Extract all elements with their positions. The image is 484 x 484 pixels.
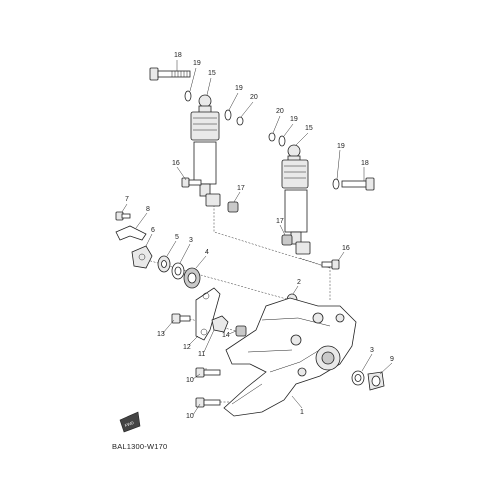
oil-seal-3-left <box>171 262 185 280</box>
callout-3-left: 3 <box>189 237 193 244</box>
collar-5 <box>157 255 171 273</box>
callout-17-right: 17 <box>276 218 284 225</box>
bolt-13 <box>171 313 191 324</box>
shock-absorber-left <box>190 94 221 207</box>
callout-16-right: 16 <box>342 245 350 252</box>
swing-arm-1 <box>223 297 357 417</box>
fwd-arrow-icon: FWD <box>119 411 141 433</box>
callout-10-lower: 10 <box>186 413 194 420</box>
shock-absorber-right <box>281 144 311 255</box>
bolt-10-lower <box>195 397 221 408</box>
callout-14: 14 <box>222 332 230 339</box>
washer-19-left-b <box>224 109 232 121</box>
callout-15-left: 15 <box>208 70 216 77</box>
callout-10-upper: 10 <box>186 377 194 384</box>
bracket-8 <box>115 225 147 241</box>
bolt-18-right <box>341 177 375 191</box>
callout-18-left: 18 <box>174 52 182 59</box>
bolt-16-left <box>181 177 202 188</box>
callout-2: 2 <box>297 279 301 286</box>
callout-19-right: 19 <box>290 116 298 123</box>
plate-6 <box>131 245 153 269</box>
collar-9 <box>367 371 385 391</box>
clip-11 <box>211 315 229 333</box>
callout-20-left: 20 <box>250 94 258 101</box>
bolt-18-left <box>149 67 191 81</box>
bearing-4 <box>183 267 201 289</box>
link-plate-12 <box>195 287 221 341</box>
callout-8: 8 <box>146 206 150 213</box>
washer-19-right-b <box>332 178 340 190</box>
callout-15-right: 15 <box>305 125 313 132</box>
washer-19-left <box>184 90 192 102</box>
bolt-10-upper <box>195 367 221 378</box>
leader-lines <box>121 60 393 416</box>
nut-14 <box>235 325 247 337</box>
washer-20-right <box>268 132 276 142</box>
callout-19-left: 19 <box>193 60 201 67</box>
washer-19-right <box>278 135 286 147</box>
callout-20-right: 20 <box>276 108 284 115</box>
callout-16-left: 16 <box>172 160 180 167</box>
callout-6: 6 <box>151 227 155 234</box>
callout-18-right: 18 <box>361 160 369 167</box>
callout-4: 4 <box>205 249 209 256</box>
callout-13: 13 <box>157 331 165 338</box>
callout-17-left: 17 <box>237 185 245 192</box>
bolt-16-right <box>321 259 340 270</box>
callout-labels: 18 19 15 19 20 20 19 15 19 18 16 17 7 8 … <box>125 52 394 420</box>
callout-3-right: 3 <box>370 347 374 354</box>
callout-19-right-b: 19 <box>337 143 345 150</box>
bolt-7 <box>115 211 131 221</box>
callout-7: 7 <box>125 196 129 203</box>
callout-11: 11 <box>198 351 205 358</box>
nut-17-left <box>227 201 239 213</box>
callout-5: 5 <box>175 234 179 241</box>
nut-17-right <box>281 234 293 246</box>
callout-1: 1 <box>300 409 304 416</box>
callout-9: 9 <box>390 356 394 363</box>
callout-12: 12 <box>183 344 191 351</box>
fwd-badge-text: FWD <box>124 420 134 428</box>
oil-seal-3-right <box>351 370 365 386</box>
callout-19-left-b: 19 <box>235 85 243 92</box>
washer-20-left <box>236 116 244 126</box>
diagram-code: BAL1300-W170 <box>112 442 167 451</box>
